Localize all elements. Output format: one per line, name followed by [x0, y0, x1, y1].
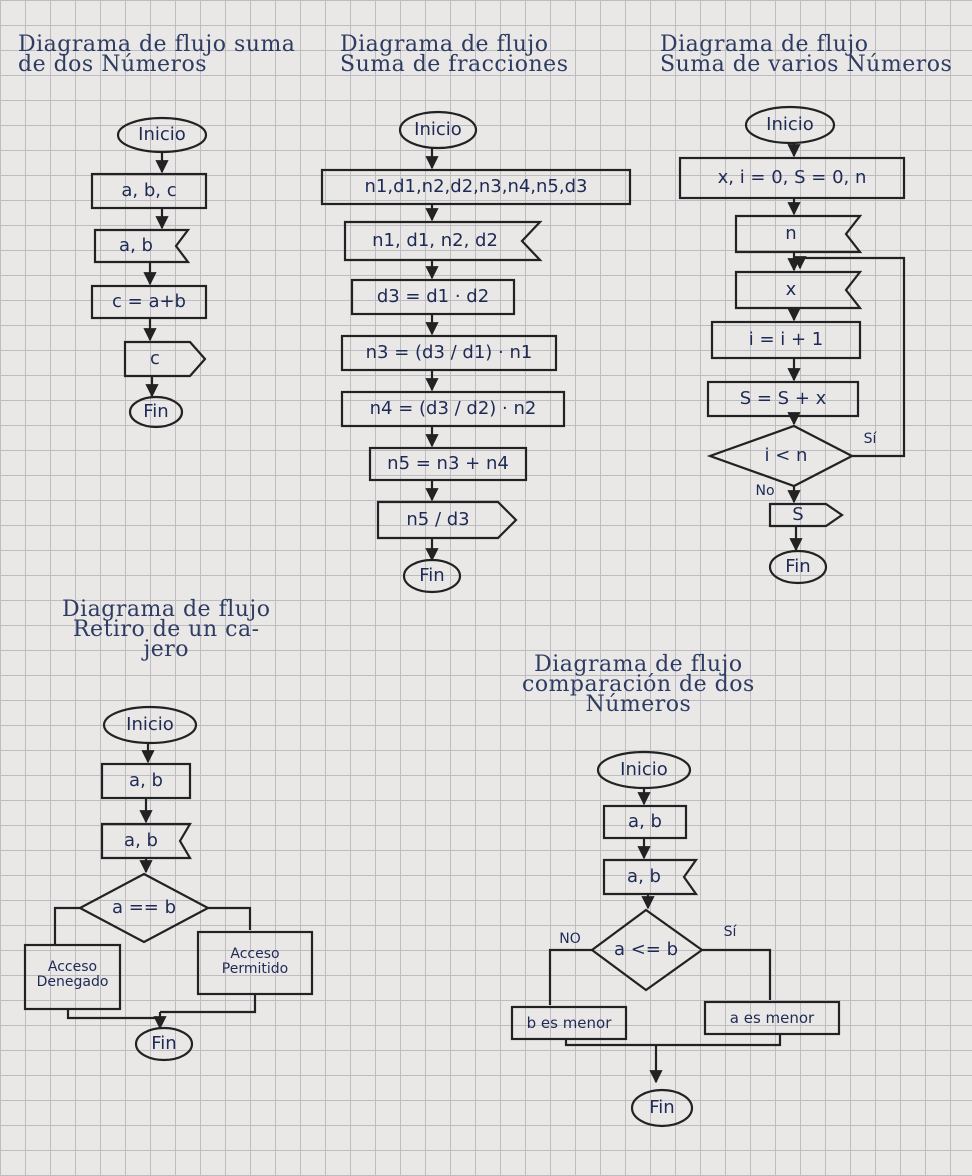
d4-input-shape [100, 822, 192, 860]
d5-yes-label: Sí [723, 924, 737, 940]
d5-left-box [510, 1005, 628, 1041]
d3-input1-shape [734, 214, 863, 254]
d5-decision-diamond [590, 908, 704, 992]
d2-process2-box [340, 334, 558, 372]
d5-input-label: a, b [627, 866, 661, 887]
d1-output-shape [123, 340, 207, 378]
d3-declare-box [678, 156, 906, 200]
d1-process-label: c = a+b [112, 291, 186, 312]
d3-end-terminal [768, 549, 828, 585]
diagram1-shapes [90, 116, 208, 429]
d5-no-label: NO [559, 931, 581, 947]
d2-declare-box [320, 168, 632, 206]
d1-input-shape [93, 228, 191, 264]
d2-process1-label: d3 = d1 · d2 [376, 286, 490, 307]
d3-start-label: Inicio [766, 114, 814, 135]
d2-output-label: n5 / d3 [406, 509, 470, 530]
diagram5-title: Diagrama de flujo comparación de dos Núm… [522, 652, 755, 717]
d2-input-label: n1, d1, n2, d2 [372, 230, 498, 251]
d3-start-terminal [744, 105, 836, 145]
d3-declare-label: x, i = 0, S = 0, n [717, 167, 867, 188]
d5-right-box [703, 1000, 841, 1036]
d3-process1-box [710, 320, 862, 360]
d5-left-label: b es menor [526, 1014, 612, 1032]
d4-input-label: a, b [124, 830, 158, 851]
d4-end-terminal [134, 1026, 194, 1062]
d4-right-label: Acceso Permitido [221, 946, 289, 977]
d2-process4-label: n5 = n3 + n4 [387, 453, 509, 474]
d3-loop-line [793, 256, 906, 458]
d2-process4-box [368, 446, 528, 482]
d1-output-label: c [150, 348, 160, 369]
d4-decision-diamond [77, 872, 211, 944]
diagram2-shapes [320, 110, 632, 594]
d1-start-label: Inicio [138, 124, 186, 145]
d1-declare-box [90, 172, 208, 210]
d5-right-label: a es menor [729, 1009, 815, 1027]
d3-output-label: S [792, 504, 804, 525]
d5-input-shape [602, 858, 699, 896]
diagram1-title: Diagrama de flujo suma de dos Números [18, 32, 296, 77]
d5-declare-label: a, b [628, 811, 662, 832]
d1-end-label: Fin [143, 401, 169, 422]
d4-start-label: Inicio [126, 714, 174, 735]
d3-output-shape [768, 502, 844, 528]
diagram2-title: Diagrama de flujo Suma de fracciones [340, 32, 569, 77]
d2-process2-label: n3 = (d3 / d1) · n1 [365, 342, 533, 363]
d3-input2-shape [734, 270, 863, 310]
d2-declare-label: n1,d1,n2,d2,n3,n4,n5,d3 [364, 176, 588, 197]
d5-end-terminal [630, 1088, 694, 1128]
d2-start-terminal [398, 110, 478, 150]
d2-start-label: Inicio [414, 119, 462, 140]
d3-process2-label: S = S + x [739, 388, 827, 409]
d2-end-terminal [402, 558, 462, 594]
d4-left-label: Acceso Denegado [36, 959, 109, 990]
d1-input-label: a, b [119, 235, 153, 256]
diagram3-shapes [678, 105, 906, 585]
d3-no-label: No [755, 483, 775, 499]
d5-start-label: Inicio [620, 759, 668, 780]
d4-declare-label: a, b [129, 770, 163, 791]
d3-end-label: Fin [785, 556, 811, 577]
d2-end-label: Fin [419, 565, 445, 586]
diagram4-title: Diagrama de flujo Retiro de un ca- jero [62, 597, 271, 662]
diagram4-shapes [23, 705, 314, 1062]
d4-end-label: Fin [151, 1033, 177, 1054]
d2-output-shape [376, 500, 518, 540]
d3-yes-label: Sí [863, 431, 877, 447]
d3-process1-label: i = i + 1 [748, 329, 824, 350]
d1-end-terminal [128, 395, 184, 429]
d4-start-terminal [102, 705, 198, 745]
d3-input2-label: x [785, 279, 797, 300]
d2-process3-box [340, 390, 566, 428]
d3-process2-box [706, 380, 860, 418]
d3-condition-label: i < n [764, 445, 808, 466]
diagram5-shapes [510, 750, 841, 1128]
d2-process3-label: n4 = (d3 / d2) · n2 [369, 398, 537, 419]
d5-condition-label: a <= b [613, 939, 679, 960]
d4-left-box [23, 943, 122, 1011]
d3-input1-label: n [785, 223, 797, 244]
d4-condition-label: a == b [111, 897, 177, 918]
diagram3-title: Diagrama de flujo Suma de varios Números [660, 32, 953, 77]
d2-input-shape [343, 220, 543, 262]
d5-end-label: Fin [649, 1097, 675, 1118]
d1-declare-label: a, b, c [121, 180, 177, 201]
